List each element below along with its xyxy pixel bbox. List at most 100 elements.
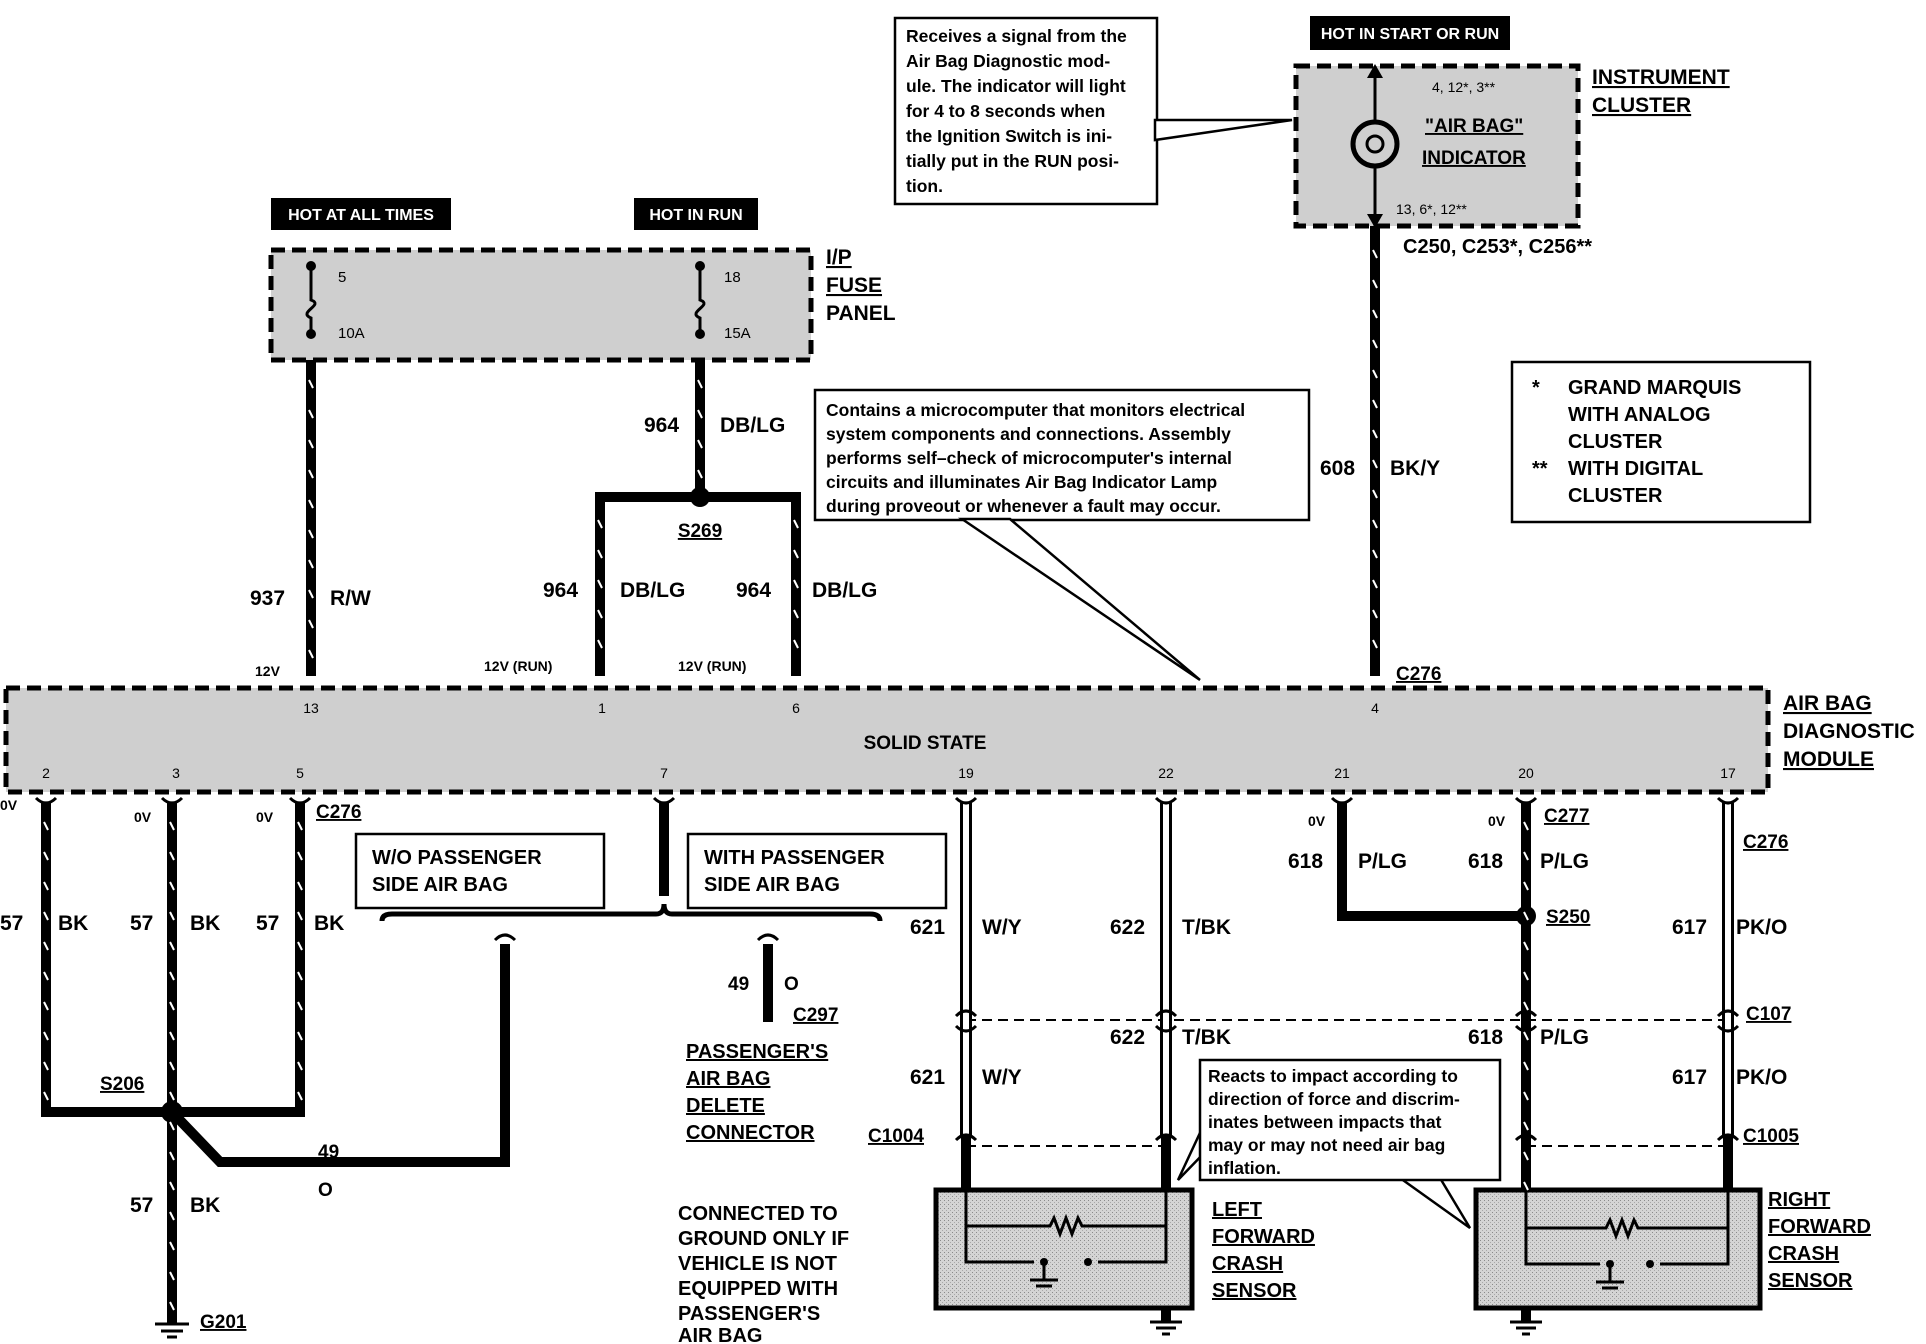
svg-text:INDICATOR: INDICATOR <box>1422 148 1526 169</box>
svg-text:17: 17 <box>1720 765 1736 781</box>
svg-text:964: 964 <box>736 579 771 602</box>
wire-hatch <box>1523 1091 1529 1101</box>
wire-hatch <box>1372 369 1378 379</box>
svg-text:R/W: R/W <box>330 587 371 610</box>
svg-text:57: 57 <box>130 912 153 935</box>
svg-text:S269: S269 <box>678 521 722 542</box>
svg-text:C276: C276 <box>1396 664 1441 685</box>
svg-text:0V: 0V <box>134 809 152 825</box>
module-pins-bottom: 2 3 5 7 19 22 21 20 17 <box>42 765 1736 781</box>
wire-hatch <box>297 821 303 831</box>
wire-621: 621 W/Y 621 W/Y C1004 <box>868 796 1022 1190</box>
svg-text:Receives a signal from the: Receives a signal from the <box>906 26 1127 46</box>
wire-hatch <box>297 941 303 951</box>
svg-text:W/Y: W/Y <box>982 916 1022 939</box>
svg-text:SIDE AIR BAG: SIDE AIR BAG <box>372 874 508 896</box>
wire-hatch <box>308 529 314 539</box>
svg-text:PK/O: PK/O <box>1736 916 1787 939</box>
pin7-option-wire <box>379 796 883 922</box>
wire-hatch <box>169 941 175 951</box>
svg-text:964: 964 <box>543 579 578 602</box>
wire-hatch <box>1523 1061 1529 1071</box>
wire-hatch <box>1523 881 1529 891</box>
svg-text:W/Y: W/Y <box>982 1066 1022 1089</box>
svg-text:4, 12*, 3**: 4, 12*, 3** <box>1432 79 1496 95</box>
svg-text:circuits and illuminates Air B: circuits and illuminates Air Bag Indicat… <box>826 472 1217 492</box>
svg-text:O: O <box>318 1180 333 1201</box>
voltage-12v-run-1: 12V (RUN) <box>484 658 552 674</box>
wire-hatch <box>169 1121 175 1131</box>
wire-hatch <box>1523 851 1529 861</box>
right-sensor-label: RIGHT FORWARD CRASH SENSOR <box>1768 1189 1871 1292</box>
svg-text:WITH ANALOG: WITH ANALOG <box>1568 404 1711 426</box>
svg-text:GROUND ONLY IF: GROUND ONLY IF <box>678 1228 849 1250</box>
hot-start-run-tag: HOT IN START OR RUN <box>1310 16 1510 50</box>
svg-text:system components and connecti: system components and connections. Assem… <box>826 424 1231 444</box>
airbag-module-box <box>3 685 1771 795</box>
wire-57-ground: 57 BK <box>130 1194 220 1217</box>
hot-in-run-tag: HOT IN RUN <box>634 198 758 230</box>
wire-hatch <box>1372 519 1378 529</box>
svg-text:*: * <box>1532 377 1540 399</box>
instrument-cluster-label: INSTRUMENT CLUSTER <box>1592 66 1730 117</box>
wire-hatch <box>1523 1031 1529 1041</box>
wire-49-o-lower: 49 O <box>168 933 517 1201</box>
wire-hatch <box>169 911 175 921</box>
wire-hatch <box>169 1091 175 1101</box>
svg-text:T/BK: T/BK <box>1182 916 1231 939</box>
svg-text:BK: BK <box>58 912 88 935</box>
svg-text:13, 6*, 12**: 13, 6*, 12** <box>1396 201 1467 217</box>
svg-text:CLUSTER: CLUSTER <box>1592 94 1691 117</box>
wire-hatch <box>308 589 314 599</box>
wire-hatch <box>1523 1151 1529 1161</box>
fuse-panel-box <box>268 247 814 363</box>
svg-text:DB/LG: DB/LG <box>720 414 785 437</box>
svg-text:DB/LG: DB/LG <box>620 579 685 602</box>
wire-hatch <box>169 1271 175 1281</box>
svg-text:SENSOR: SENSOR <box>1768 1270 1853 1292</box>
svg-text:may or may not need air bag: may or may not need air bag <box>1208 1135 1445 1155</box>
wire-hatch <box>308 619 314 629</box>
svg-text:57: 57 <box>256 912 279 935</box>
voltage-12v-run-2: 12V (RUN) <box>678 658 746 674</box>
svg-text:19: 19 <box>958 765 974 781</box>
svg-text:C1004: C1004 <box>868 1126 924 1147</box>
svg-text:BK/Y: BK/Y <box>1390 457 1440 480</box>
svg-text:0V: 0V <box>0 797 18 813</box>
svg-text:AIR BAG: AIR BAG <box>686 1068 770 1090</box>
fuse-5: 5 10A <box>305 261 365 342</box>
wire-hatch <box>793 609 799 619</box>
svg-text:CONNECTOR: CONNECTOR <box>686 1122 815 1144</box>
splice-s269: S269 964 DB/LG 964 DB/LG <box>543 487 877 676</box>
svg-text:P/LG: P/LG <box>1358 850 1407 873</box>
svg-text:O: O <box>784 974 799 995</box>
ground-g201: G201 <box>155 1312 247 1339</box>
svg-text:621: 621 <box>910 1066 945 1089</box>
svg-text:C276: C276 <box>316 802 361 823</box>
wo-passenger-box: W/O PASSENGER SIDE AIR BAG <box>354 832 606 910</box>
svg-text:13: 13 <box>303 700 319 716</box>
wire-hatch <box>297 971 303 981</box>
svg-text:57: 57 <box>0 912 23 935</box>
wire-hatch <box>793 519 799 529</box>
svg-text:tially put in the RUN posi-: tially put in the RUN posi- <box>906 151 1119 171</box>
wire-hatch <box>1372 459 1378 469</box>
svg-text:Air Bag Diagnostic mod-: Air Bag Diagnostic mod- <box>906 51 1110 71</box>
ground-note: CONNECTED TO GROUND ONLY IF VEHICLE IS N… <box>678 1203 849 1344</box>
svg-text:608: 608 <box>1320 457 1355 480</box>
wire-hatch <box>308 409 314 419</box>
svg-text:618: 618 <box>1288 850 1323 873</box>
fuse-18: 18 15A <box>694 261 751 342</box>
c107-label: C107 <box>1746 1004 1791 1025</box>
wire-hatch <box>169 1061 175 1071</box>
svg-text:CLUSTER: CLUSTER <box>1568 431 1663 453</box>
wire-hatch <box>297 1091 303 1101</box>
svg-text:C277: C277 <box>1544 806 1589 827</box>
instrument-cluster-box <box>1293 63 1581 229</box>
svg-text:G201: G201 <box>200 1312 247 1333</box>
svg-text:CLUSTER: CLUSTER <box>1568 485 1663 507</box>
svg-text:SENSOR: SENSOR <box>1212 1280 1297 1302</box>
svg-text:PASSENGER'S: PASSENGER'S <box>678 1303 820 1325</box>
svg-text:WITH PASSENGER: WITH PASSENGER <box>704 847 885 869</box>
svg-text:BK: BK <box>190 1194 220 1217</box>
